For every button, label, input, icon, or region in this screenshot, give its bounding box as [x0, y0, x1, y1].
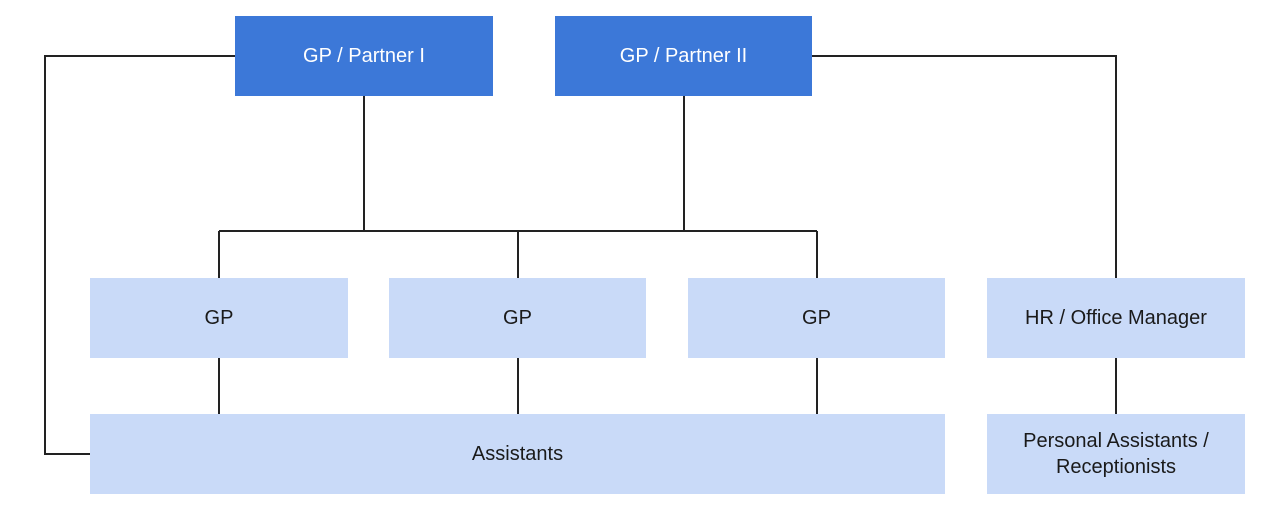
node-label: HR / Office Manager: [1025, 307, 1207, 329]
node-assistants: Assistants: [90, 414, 945, 494]
node-label: Assistants: [471, 443, 564, 465]
node-label: Personal Assistants / Receptionists: [1023, 430, 1209, 478]
node-gp-partner-1: GP / Partner I: [235, 16, 493, 96]
node-label: GP / Partner II: [619, 45, 748, 67]
node-gp-3: GP: [688, 278, 945, 358]
node-gp-2: GP: [389, 278, 646, 358]
node-label: GP: [503, 307, 532, 329]
connector-partner-2-hr: [812, 55, 1117, 278]
node-label: GP: [802, 307, 831, 329]
node-label: GP / Partner I: [303, 45, 425, 67]
node-gp-1: GP: [90, 278, 348, 358]
node-hr-office-manager: HR / Office Manager: [987, 278, 1245, 358]
connector-partner-1-assistants: [44, 55, 235, 455]
node-personal-assistants-receptionists: Personal Assistants / Receptionists: [987, 414, 1245, 494]
node-label: GP: [204, 307, 234, 329]
node-gp-partner-2: GP / Partner II: [555, 16, 812, 96]
